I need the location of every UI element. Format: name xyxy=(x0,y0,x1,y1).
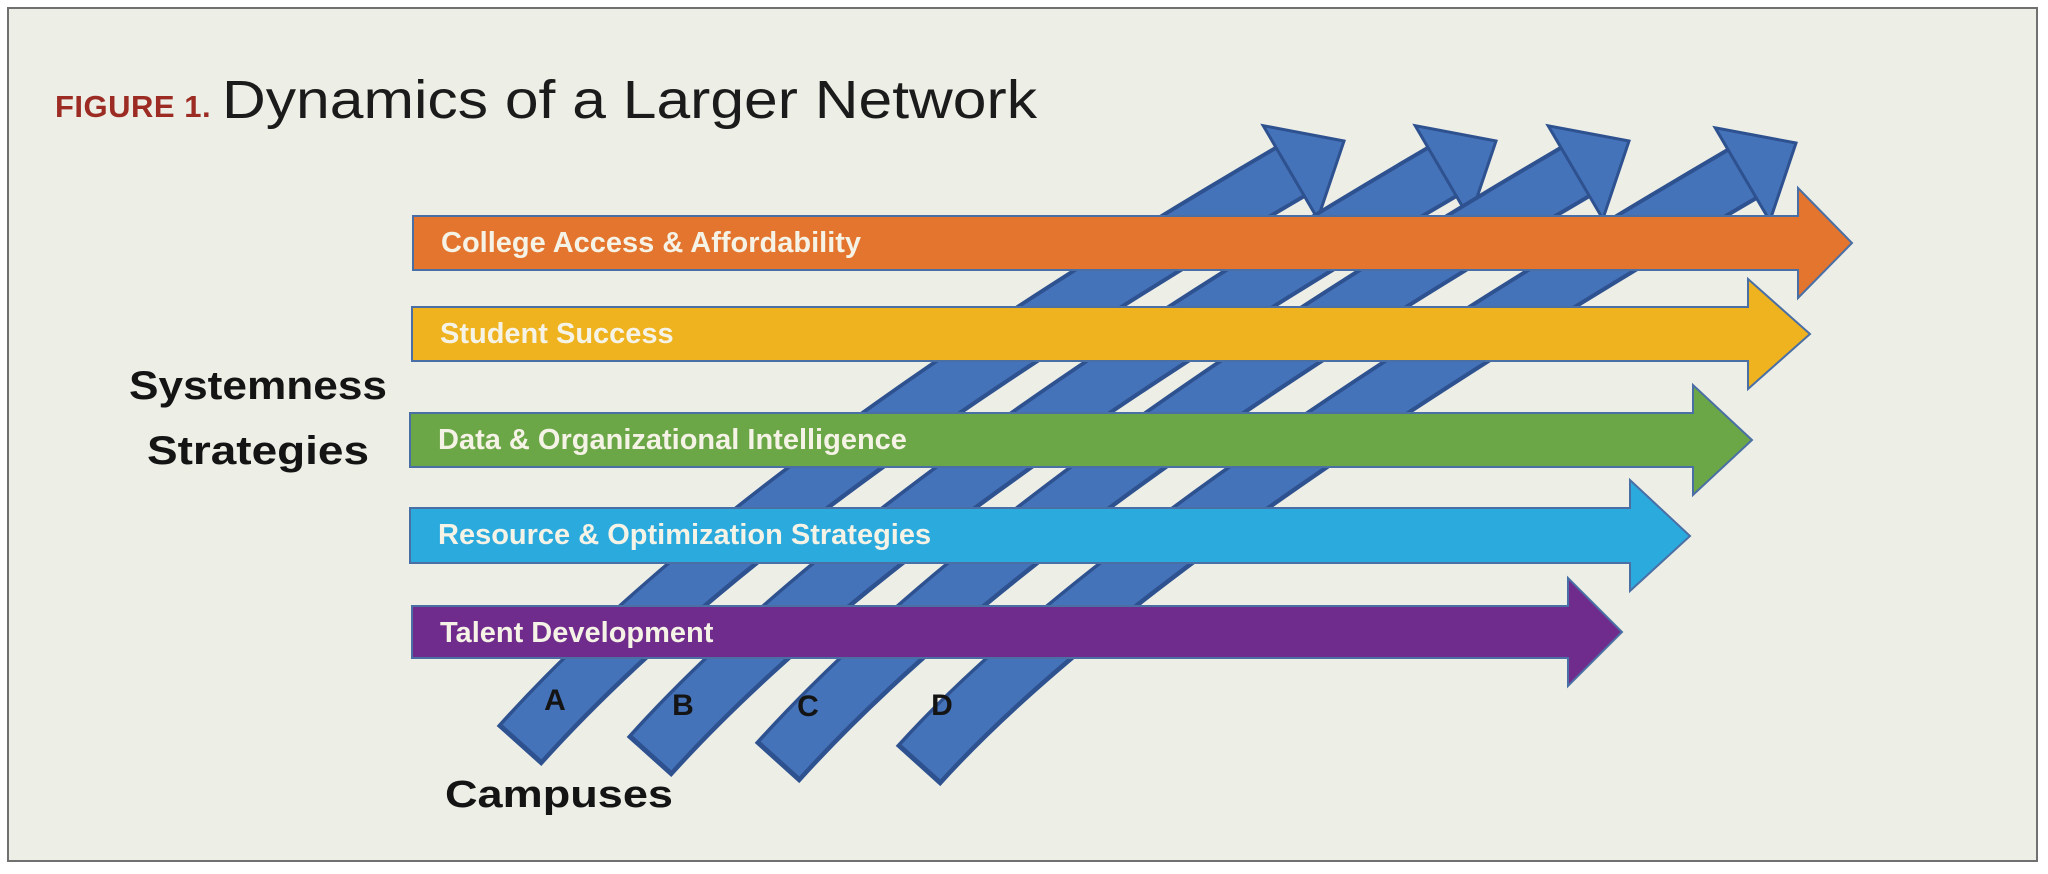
campus-arrow-d-head xyxy=(1712,125,1798,225)
strategy-arrow-resource-optimization: Resource & Optimization Strategies xyxy=(409,477,1692,594)
strategy-label-student-success: Student Success xyxy=(440,318,674,350)
strategy-arrow-college-access: College Access & Affordability xyxy=(412,185,1854,301)
strategy-arrow-student-success: Student Success xyxy=(411,276,1812,392)
campuses-label: Campuses xyxy=(445,774,673,816)
figure-number-label: FIGURE 1. xyxy=(55,89,211,124)
systemness-strategies-label-line1: Systemness xyxy=(129,364,387,408)
strategy-arrow-data-intelligence-shape xyxy=(409,382,1754,498)
systemness-strategies-label-line2: Strategies xyxy=(147,429,369,473)
strategy-label-data-intelligence: Data & Organizational Intelligence xyxy=(438,424,907,456)
campus-arrow-c-head xyxy=(1545,123,1631,223)
strategy-label-college-access: College Access & Affordability xyxy=(441,227,861,259)
strategy-arrow-data-intelligence: Data & Organizational Intelligence xyxy=(409,382,1754,498)
strategy-arrow-resource-optimization-shape xyxy=(409,477,1692,594)
campus-arrow-a-head xyxy=(1260,123,1346,223)
campus-arrow-d: D xyxy=(895,125,1798,787)
campus-label-c: C xyxy=(797,690,819,723)
strategy-arrow-college-access-shape xyxy=(412,185,1854,301)
strategy-arrow-talent-development: Talent Development xyxy=(411,575,1624,689)
strategy-arrow-student-success-shape xyxy=(411,276,1812,392)
strategy-label-talent-development: Talent Development xyxy=(440,617,714,649)
campus-arrow-b-head xyxy=(1412,123,1498,223)
strategy-arrow-talent-development-shape xyxy=(411,575,1624,689)
campus-label-b: B xyxy=(672,689,694,722)
campus-label-d: D xyxy=(931,689,953,722)
figure-title: Dynamics of a Larger Network xyxy=(222,70,1038,130)
strategy-label-resource-optimization: Resource & Optimization Strategies xyxy=(438,519,931,551)
campus-arrow-d-shaft xyxy=(901,151,1756,780)
campus-label-a: A xyxy=(544,684,566,717)
